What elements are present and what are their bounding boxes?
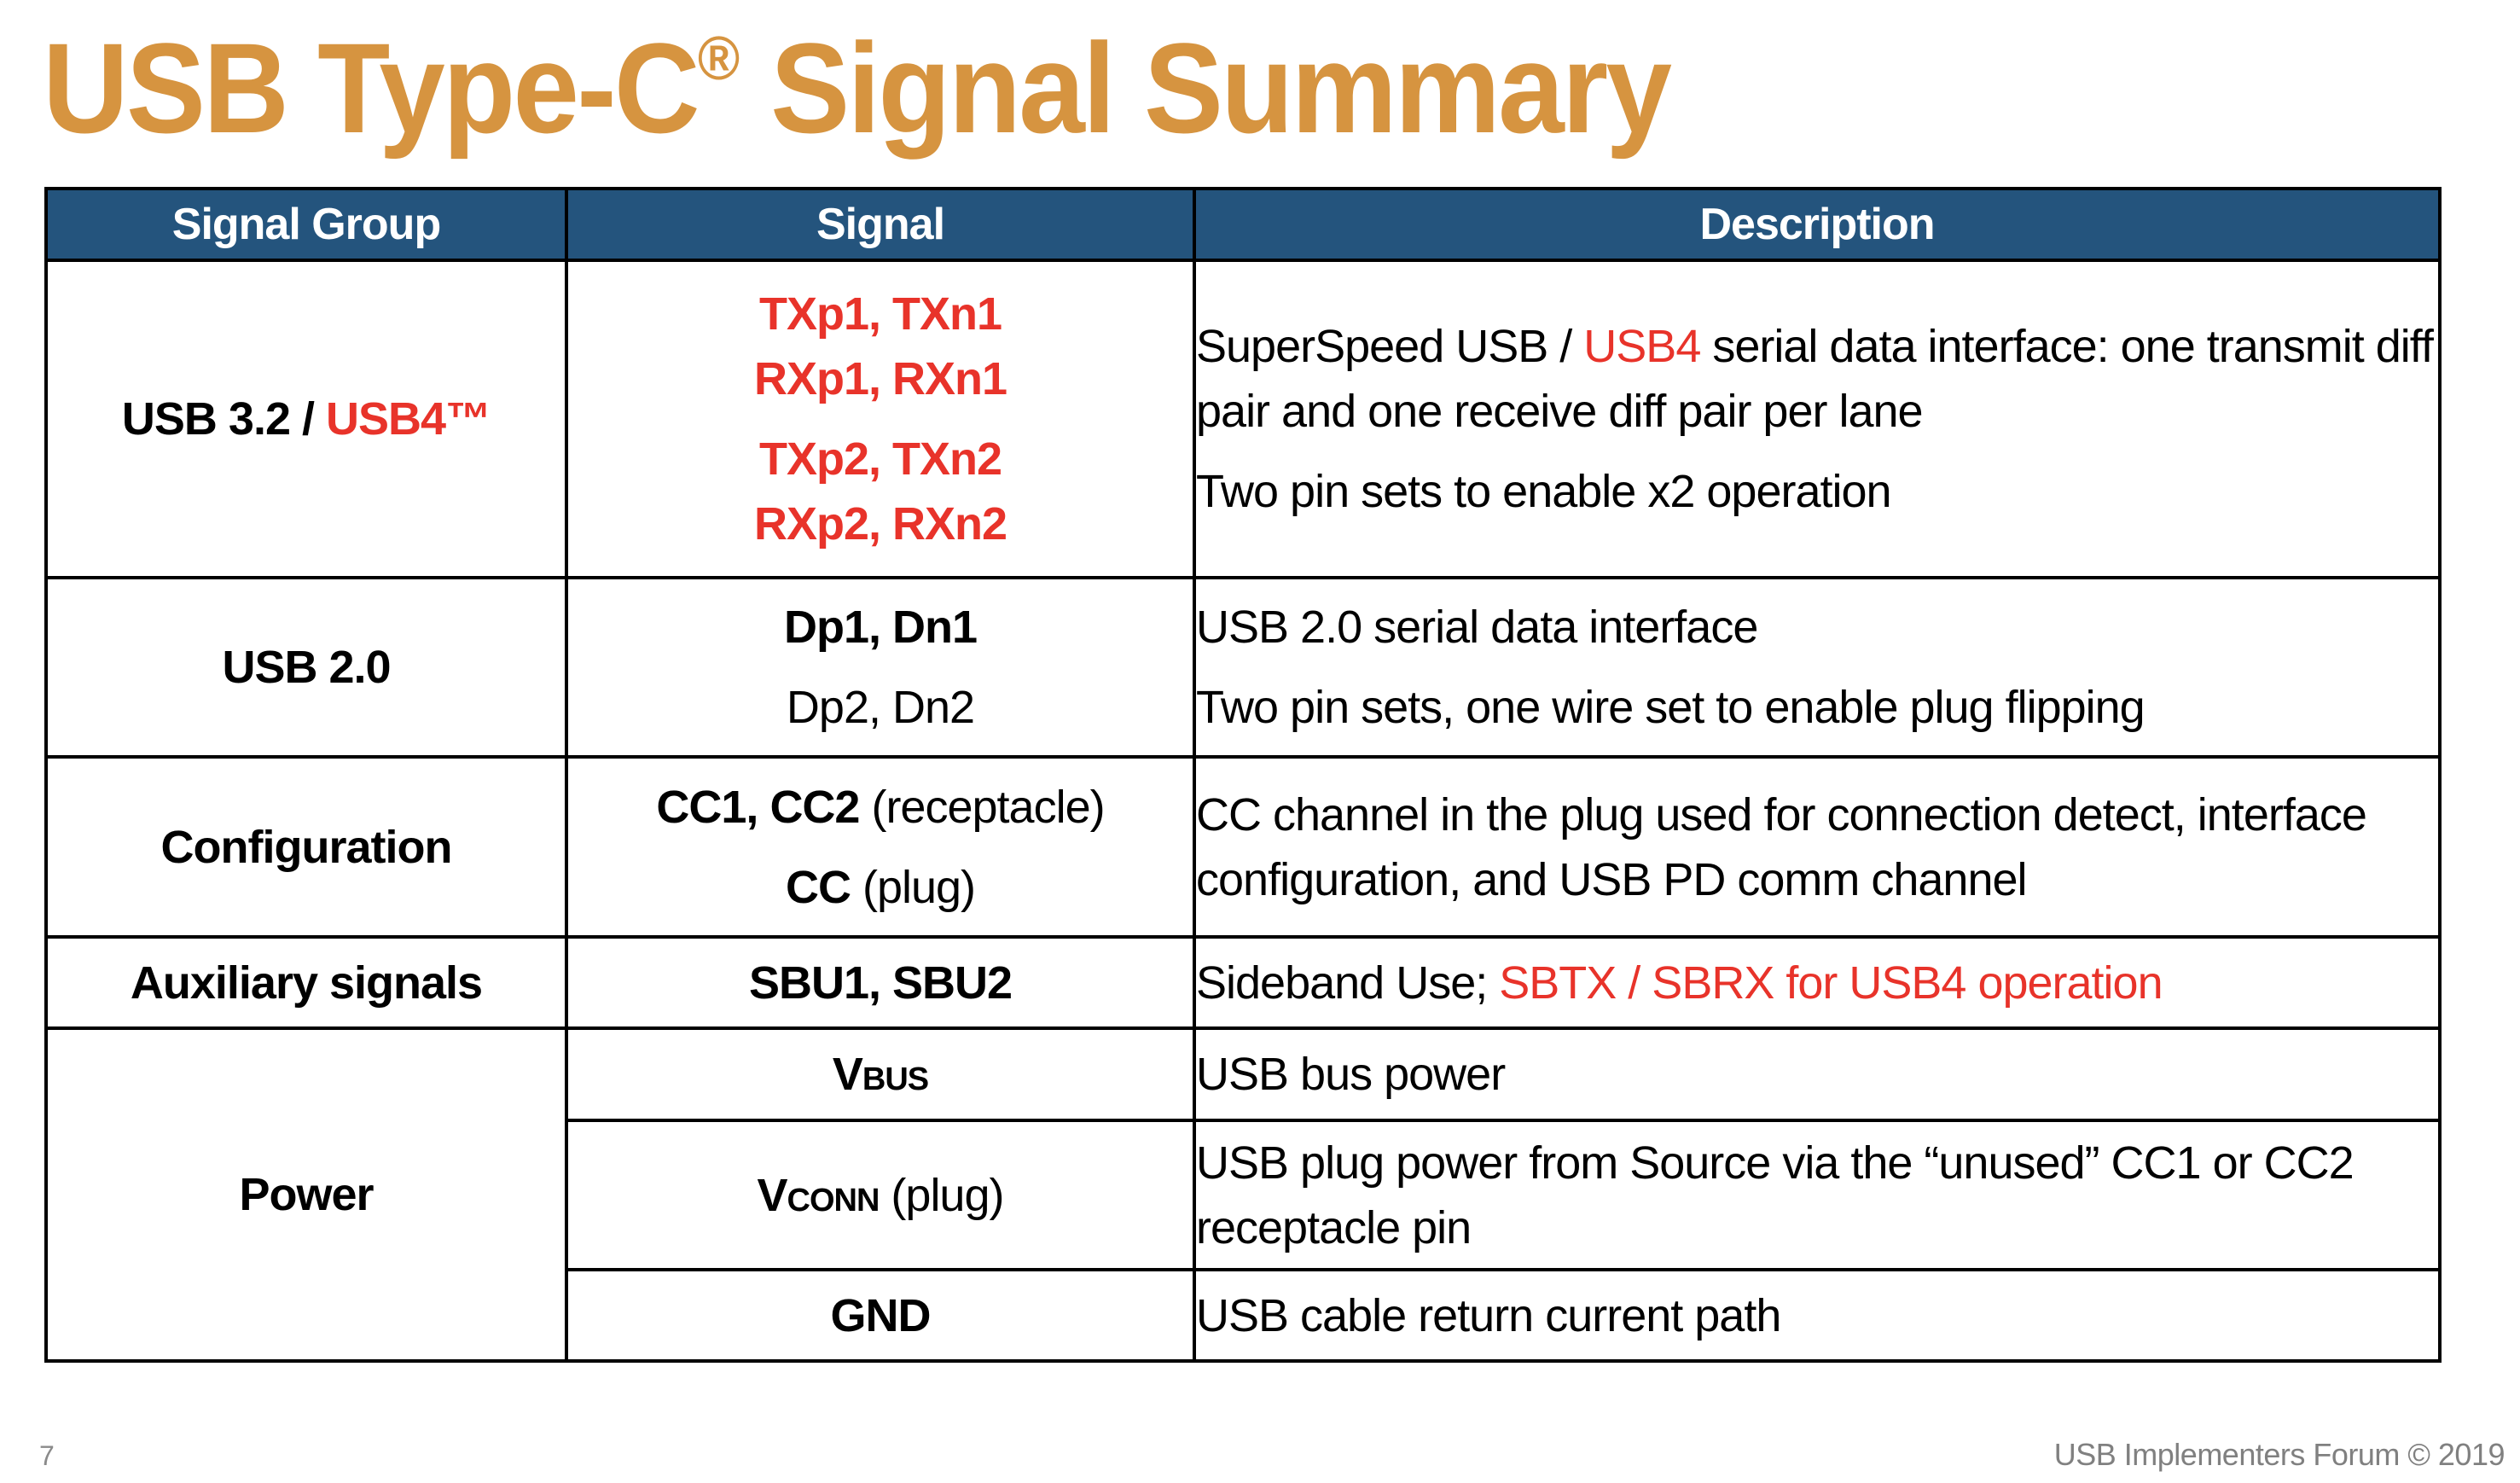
signal-txp1-txn1: TXp1, TXn1 <box>758 288 1002 340</box>
slide-title: USB Type-C® Signal Summary <box>43 24 1672 152</box>
vbus-v: V <box>832 1049 863 1100</box>
table-header-row: Signal Group Signal Description <box>44 187 2442 262</box>
signal-txp2-txn2: TXp2, TXn2 <box>758 433 1002 485</box>
signal-rxp2-rxn2: RXp2, RXn2 <box>753 498 1007 550</box>
table-row-gnd: GND USB cable return current path <box>46 1268 2442 1363</box>
desc-usb32-usb4: USB4 <box>1583 321 1701 372</box>
header-description: Description <box>1193 187 2442 262</box>
table-row-vbus: Power VBUS USB bus power <box>44 1026 2442 1363</box>
vconn-note: (plug) <box>879 1169 1004 1221</box>
registered-mark: ® <box>697 25 740 93</box>
signal-receptacle-note: (receptacle) <box>859 781 1105 833</box>
table-row-configuration: Configuration CC1, CC2 (receptacle) CC (… <box>44 755 2442 939</box>
group-power: Power <box>44 1026 568 1363</box>
title-text: USB Type-C <box>43 16 700 160</box>
group-usb32-label: USB 3.2 / <box>121 393 327 445</box>
table-row-usb20: USB 2.0 Dp1, Dn1 Dp2, Dn2 USB 2.0 serial… <box>44 576 2442 759</box>
signal-dp2-dn2: Dp2, Dn2 <box>786 682 975 733</box>
signal-vbus: VBUS <box>565 1026 1196 1122</box>
header-signal-group: Signal Group <box>44 187 568 262</box>
table-row-usb32: USB 3.2 / USB4™ TXp1, TXn1 RXp1, RXn1 TX… <box>44 259 2442 579</box>
desc-vbus: USB bus power <box>1193 1026 2442 1122</box>
table-row-vconn: VCONN (plug) USB plug power from Source … <box>46 1119 2442 1271</box>
desc-usb20: USB 2.0 serial data interface Two pin se… <box>1193 576 2442 759</box>
signal-sbu1-sbu2: SBU1, SBU2 <box>565 935 1196 1030</box>
signal-rxp1-rxn1: RXp1, RXn1 <box>753 353 1007 404</box>
group-usb20: USB 2.0 <box>44 576 568 759</box>
desc-aux-sideband: Sideband Use; <box>1196 957 1500 1009</box>
signal-cc1-cc2: CC1, CC2 <box>656 781 860 833</box>
signals-configuration: CC1, CC2 (receptacle) CC (plug) <box>565 755 1196 939</box>
title-text-rest: Signal Summary <box>740 16 1672 160</box>
signal-gnd: GND <box>565 1268 1196 1363</box>
table-row-auxiliary: Auxiliary signals SBU1, SBU2 Sideband Us… <box>44 935 2442 1030</box>
desc-usb32-part-a: SuperSpeed USB / <box>1196 321 1584 372</box>
group-usb32: USB 3.2 / USB4™ <box>44 259 568 579</box>
vconn-v: V <box>757 1169 788 1221</box>
desc-usb32: SuperSpeed USB / USB4 serial data interf… <box>1193 259 2442 579</box>
vconn-sub: CONN <box>787 1182 880 1218</box>
desc-usb20-line2: Two pin sets, one wire set to enable plu… <box>1196 682 2145 733</box>
desc-usb20-line1: USB 2.0 serial data interface <box>1196 602 1758 653</box>
header-signal: Signal <box>565 187 1196 262</box>
desc-aux-usb4: SBTX / SBRX for USB4 operation <box>1499 957 2163 1009</box>
signals-usb20: Dp1, Dn1 Dp2, Dn2 <box>565 576 1196 759</box>
signal-summary-table: Signal Group Signal Description USB 3.2 … <box>44 187 2442 1363</box>
group-configuration: Configuration <box>44 755 568 939</box>
signal-cc: CC <box>785 861 851 913</box>
signal-plug-note: (plug) <box>850 861 976 913</box>
group-auxiliary: Auxiliary signals <box>44 935 568 1030</box>
desc-auxiliary: Sideband Use; SBTX / SBRX for USB4 opera… <box>1193 935 2442 1030</box>
page-number: 7 <box>39 1440 55 1471</box>
vbus-sub: BUS <box>862 1061 929 1097</box>
desc-gnd: USB cable return current path <box>1193 1268 2442 1363</box>
desc-vconn: USB plug power from Source via the “unus… <box>1193 1119 2442 1271</box>
signal-dp1-dn1: Dp1, Dn1 <box>783 602 978 653</box>
desc-usb32-part-c: serial data interface: one transmit diff… <box>1196 321 2434 437</box>
desc-usb32-x2: Two pin sets to enable x2 operation <box>1196 466 1892 517</box>
signals-usb32: TXp1, TXn1 RXp1, RXn1 TXp2, TXn2 RXp2, R… <box>565 259 1196 579</box>
signal-vconn: VCONN (plug) <box>565 1119 1196 1271</box>
footer-copyright: USB Implementers Forum © 2019 <box>2053 1437 2505 1472</box>
desc-configuration: CC channel in the plug used for connecti… <box>1193 755 2442 939</box>
group-usb4-label: USB4™ <box>326 393 491 445</box>
